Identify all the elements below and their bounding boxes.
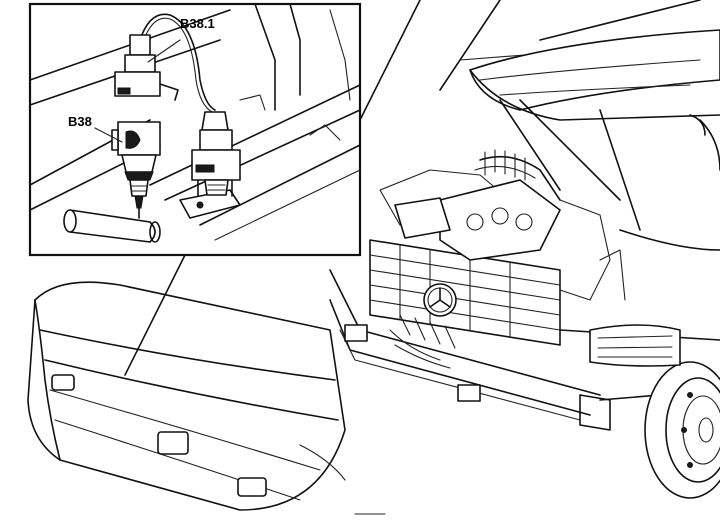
plate-slot	[457, 384, 481, 402]
connector-b38-1	[114, 34, 179, 101]
sensor-b38-1	[191, 111, 241, 197]
van-body	[329, 0, 720, 499]
leader-line	[124, 254, 186, 376]
headlight	[589, 324, 681, 367]
engine-bay	[379, 149, 626, 369]
label-leader-b38-1	[147, 39, 181, 63]
sensor-cable	[139, 13, 216, 111]
label-leader-b38	[94, 127, 123, 143]
bumper-slot-right	[237, 477, 267, 497]
star-emblem	[423, 283, 457, 317]
label-b38: B38	[68, 114, 92, 129]
fog-light-slot	[344, 324, 368, 342]
bumper-slot-center	[157, 431, 189, 455]
open-hood	[469, 29, 720, 111]
label-b38-1: B38.1	[180, 16, 215, 31]
pipe	[63, 209, 161, 243]
front-wheel	[644, 361, 720, 499]
bumper-slot-left	[51, 374, 75, 391]
sensor-b38	[111, 121, 161, 219]
detail-inset: B38.1 B38	[28, 2, 362, 257]
front-bumper	[27, 281, 346, 511]
